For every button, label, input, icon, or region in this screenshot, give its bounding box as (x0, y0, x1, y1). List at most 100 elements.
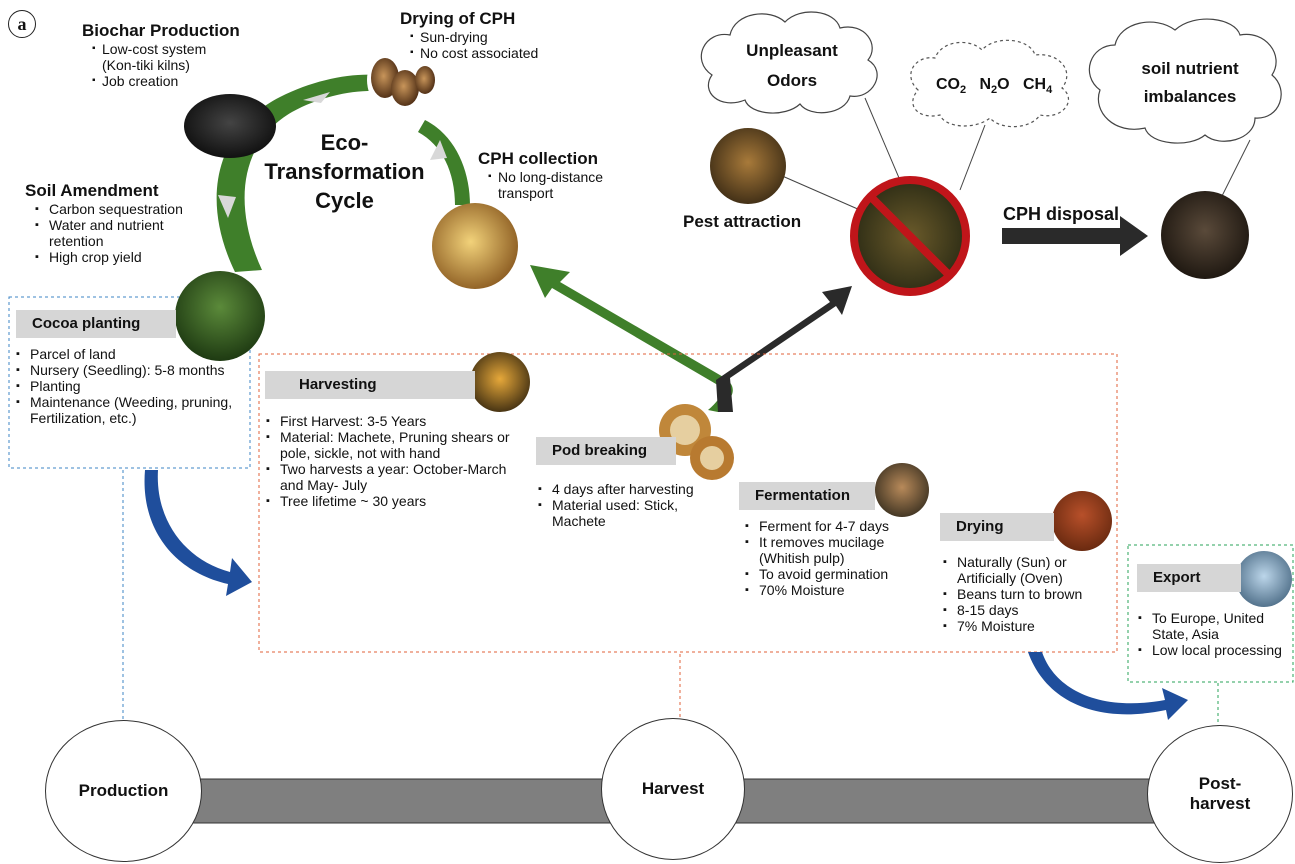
cph-collection-photo (432, 203, 518, 289)
list-item: Beans turn to brown (943, 586, 1113, 602)
co2-text: CO (936, 76, 960, 93)
n2o-text-end: O (997, 76, 1010, 93)
disposal-arrow (716, 286, 852, 412)
collection-title: CPH collection (478, 149, 598, 168)
list-item: Naturally (Sun) or Artificially (Oven) (943, 554, 1113, 586)
list-item: 4 days after harvesting (538, 481, 718, 497)
cocoa-planting-label: Cocoa planting (16, 310, 176, 338)
cycle-arrow-mark (303, 92, 330, 103)
stage-post-harvest: Post-harvest (1147, 725, 1293, 863)
production-box (8, 296, 251, 469)
cycle-title-line: Transformation (264, 159, 425, 184)
cocoa-husk-photo (367, 42, 443, 118)
collection-block: CPH collection No long-distance transpor… (478, 149, 628, 201)
harvesting-label: Harvesting (265, 371, 475, 399)
pod-breaking-photo (659, 404, 734, 480)
green-return-arrow (530, 265, 733, 412)
fermentation-photo (875, 463, 929, 517)
drying-cph-block: Drying of CPH Sun-drying No cost associa… (400, 9, 580, 61)
export-list: To Europe, United State, Asia Low local … (1138, 610, 1293, 658)
cycle-arrow-mark (218, 195, 236, 218)
prohibit-icon (850, 176, 970, 296)
n2o-sub: 2 (991, 84, 998, 97)
list-item: 7% Moisture (943, 618, 1113, 634)
list-item: Ferment for 4-7 days (745, 518, 920, 534)
soil-amendment-title: Soil Amendment (25, 181, 159, 200)
nutrient-cloud (1088, 18, 1282, 144)
list-item: Water and nutrient retention (35, 217, 200, 249)
cycle-arrow-mark (430, 140, 447, 160)
pod-breaking-list: 4 days after harvesting Material used: S… (538, 481, 718, 529)
list-item: Job creation (92, 73, 242, 89)
list-item: No long-distance transport (488, 169, 628, 201)
biochar-block: Biochar Production Low-cost system (Kon-… (82, 21, 242, 89)
drying-list: Naturally (Sun) or Artificially (Oven) B… (943, 554, 1113, 634)
biochar-pile-photo (184, 94, 276, 158)
list-item: Parcel of land (16, 346, 244, 362)
list-item: No cost associated (410, 45, 580, 61)
list-item: Material: Machete, Pruning shears or pol… (266, 429, 521, 461)
stage-production: Production (45, 720, 202, 862)
fermentation-label: Fermentation (739, 482, 875, 510)
cycle-title-line: Cycle (315, 188, 374, 213)
drying-label: Drying (940, 513, 1054, 541)
list-item: 8-15 days (943, 602, 1113, 618)
gases-cloud (910, 39, 1069, 128)
pest-label: Pest attraction (683, 212, 802, 231)
list-item: Sun-drying (410, 29, 580, 45)
fermentation-list: Ferment for 4-7 days It removes mucilage… (745, 518, 920, 598)
cocoa-nursery-photo (175, 271, 265, 361)
cocoa-pods-photo (470, 352, 530, 412)
list-item: It removes mucilage (Whitish pulp) (745, 534, 920, 566)
cph-disposal-arrow (1002, 216, 1148, 256)
odors-cloud (700, 11, 878, 114)
list-item: High crop yield (35, 249, 200, 265)
drying-beans-photo (1052, 491, 1112, 551)
blue-arrow-production (144, 470, 252, 596)
cycle-arc-right (418, 120, 470, 205)
list-item: To avoid germination (745, 566, 920, 582)
list-item: Low-cost system (Kon-tiki kilns) (92, 41, 242, 73)
blue-arrow-post (1028, 652, 1188, 720)
soil-amendment-list: Carbon sequestration Water and nutrient … (35, 201, 200, 265)
harvesting-list: First Harvest: 3-5 Years Material: Mache… (266, 413, 521, 509)
pest-photo (710, 128, 786, 204)
cph-disposal-label: CPH disposal (1003, 204, 1120, 224)
ch4-sub: 4 (1046, 84, 1053, 97)
list-item: 70% Moisture (745, 582, 920, 598)
export-ship-photo (1236, 551, 1292, 607)
list-item: To Europe, United State, Asia (1138, 610, 1293, 642)
biochar-list: Low-cost system (Kon-tiki kilns) Job cre… (92, 41, 242, 89)
cocoa-planting-list: Parcel of land Nursery (Seedling): 5-8 m… (16, 346, 244, 426)
drying-cph-list: Sun-drying No cost associated (410, 29, 580, 61)
list-item: Planting (16, 378, 244, 394)
list-item: Low local processing (1138, 642, 1293, 658)
export-label: Export (1137, 564, 1241, 592)
list-item: Maintenance (Weeding, pruning, Fertiliza… (16, 394, 244, 426)
gases-label: CO2 N2O CH4 (936, 76, 1052, 96)
odors-label: Unpleasant Odors (746, 41, 838, 90)
list-item: Tree lifetime ~ 30 years (266, 493, 521, 509)
stage-harvest: Harvest (601, 718, 745, 860)
soil-amendment-block: Soil Amendment Carbon sequestration Wate… (25, 181, 200, 265)
cycle-title: Eco- Transformation Cycle (262, 128, 427, 215)
panel-label: a (8, 10, 36, 38)
cycle-title-line: Eco- (320, 130, 369, 155)
harvest-box (258, 353, 1118, 653)
list-item: Nursery (Seedling): 5-8 months (16, 362, 244, 378)
list-item: Material used: Stick, Machete (538, 497, 718, 529)
collection-list: No long-distance transport (488, 169, 628, 201)
co2-sub: 2 (960, 84, 967, 97)
nutrient-label: soil nutrient imbalances (1141, 59, 1239, 106)
disposed-husks-photo (1161, 191, 1249, 279)
export-box (1127, 544, 1294, 683)
drying-cph-title: Drying of CPH (400, 9, 516, 28)
connector-lines (779, 97, 1251, 211)
list-item: Two harvests a year: October-March and M… (266, 461, 521, 493)
list-item: First Harvest: 3-5 Years (266, 413, 521, 429)
n2o-text: N (979, 76, 992, 93)
list-item: Carbon sequestration (35, 201, 200, 217)
pod-breaking-label: Pod breaking (536, 437, 676, 465)
biochar-title: Biochar Production (82, 21, 240, 40)
ch4-text: CH (1022, 76, 1047, 93)
